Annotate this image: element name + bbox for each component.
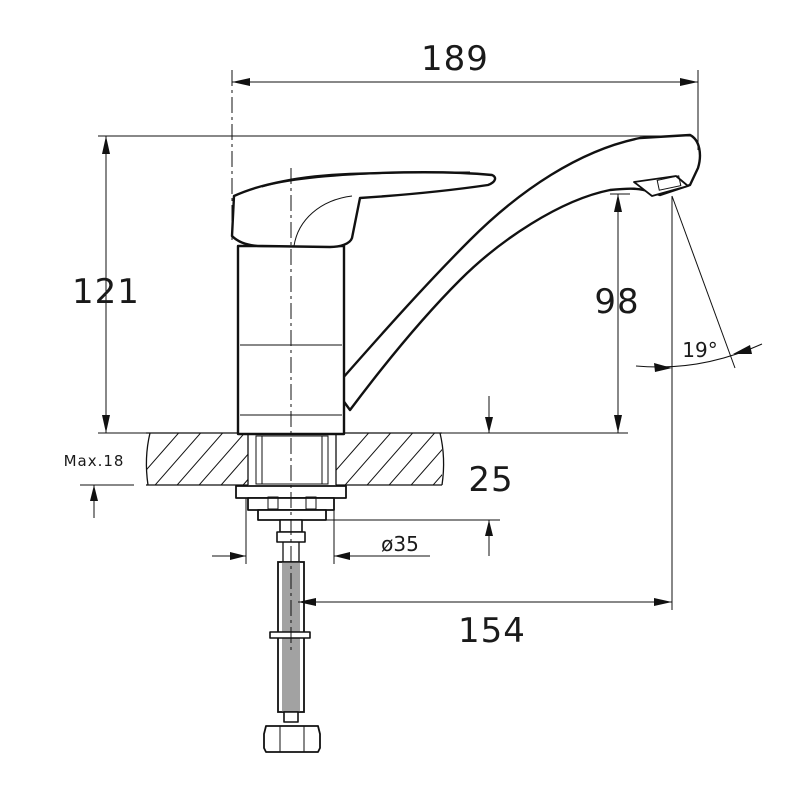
dimension-spout-height: 98 — [442, 193, 639, 434]
dimension-overall-height: 121 — [72, 135, 690, 434]
countertop-section — [145, 432, 445, 486]
dimension-shank-depth: 25 — [326, 396, 513, 556]
dimension-121-label: 121 — [72, 272, 140, 312]
dimension-spout-reach: 154 — [298, 598, 672, 651]
dimension-154-label: 154 — [458, 611, 526, 651]
dimension-25-label: 25 — [468, 460, 513, 500]
dimension-35-label: ø35 — [381, 532, 419, 556]
faucet-body — [230, 133, 702, 436]
dimension-max-counter: Max.18 — [64, 452, 134, 518]
center-lines — [231, 70, 292, 650]
supply-hose — [263, 542, 321, 753]
dimension-swivel-angle: 19° — [635, 195, 763, 610]
dimension-19deg-label: 19° — [682, 338, 717, 362]
dimension-overall-length: 189 — [232, 39, 699, 150]
dimension-max18-label: Max.18 — [64, 452, 125, 470]
dimension-189-label: 189 — [421, 39, 489, 79]
dimension-hole-diameter: ø35 — [212, 498, 430, 564]
dimension-98-label: 98 — [594, 282, 639, 322]
